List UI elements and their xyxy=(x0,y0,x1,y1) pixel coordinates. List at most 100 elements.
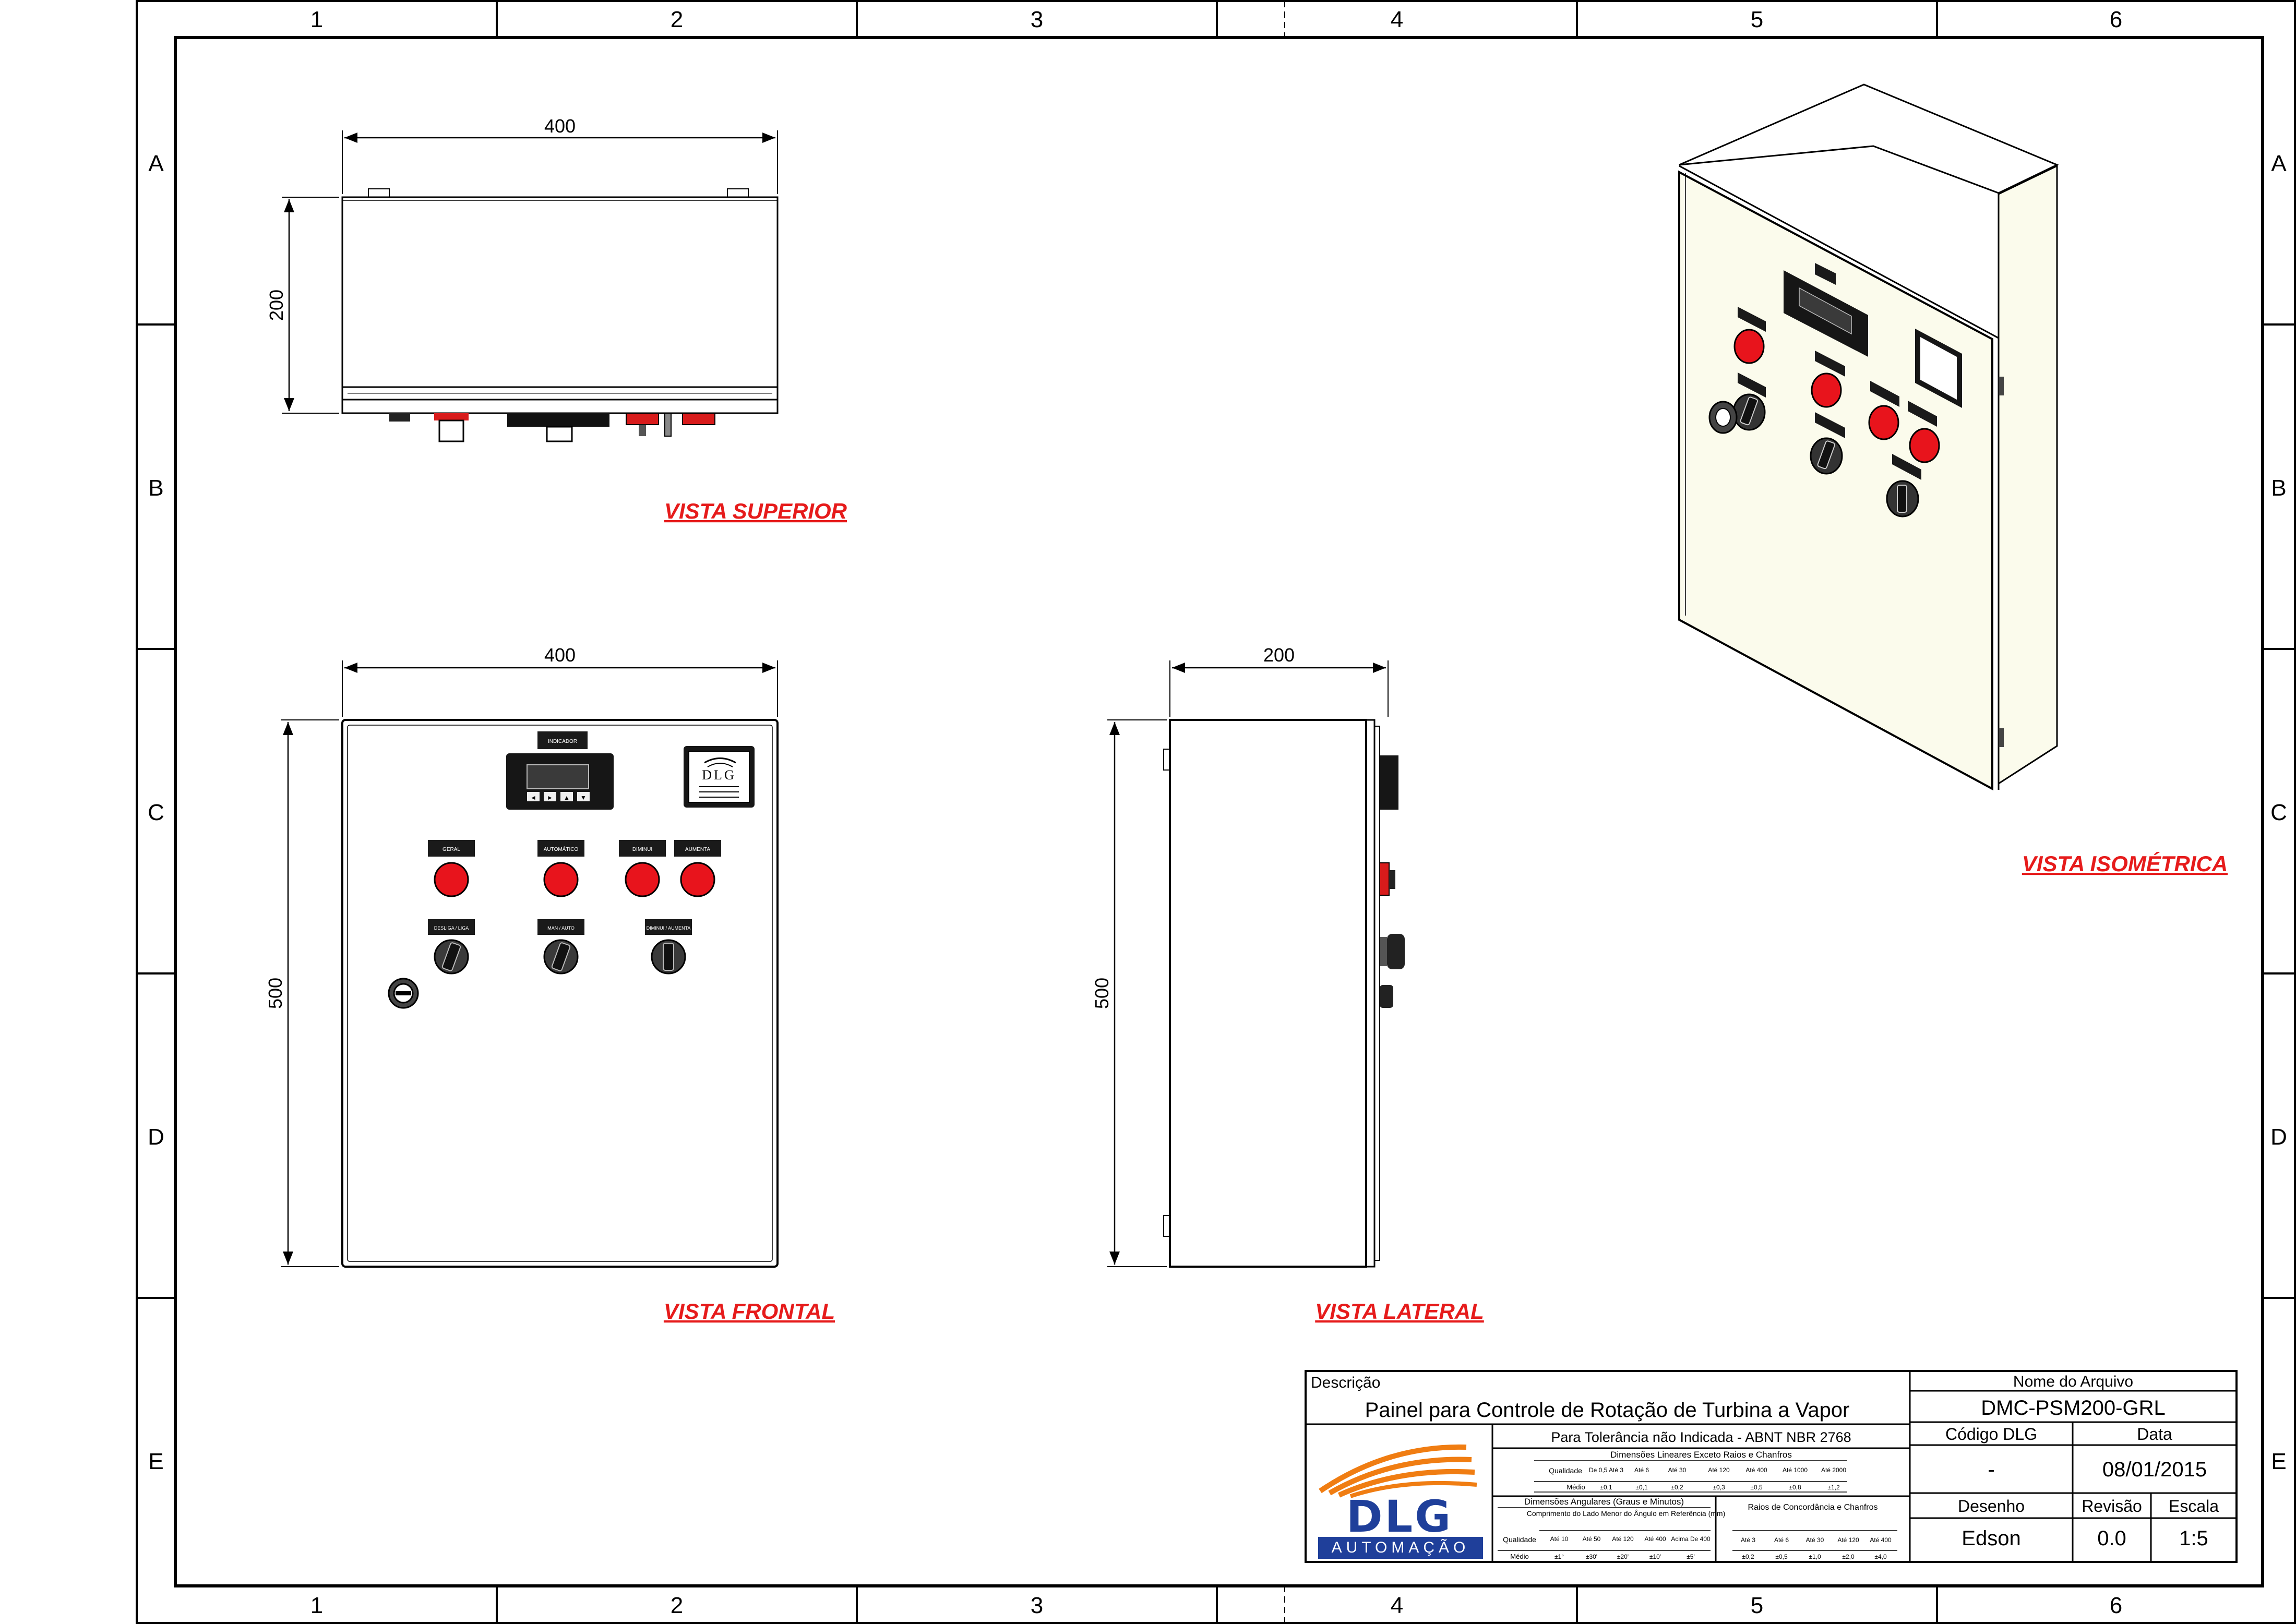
logo-dlg-text: DLG xyxy=(1346,1491,1453,1542)
column-label-5-bottom: 5 xyxy=(1751,1593,1763,1618)
angular-val-1: ±1° xyxy=(1554,1553,1564,1560)
angular-tolerance-table: Dimensões Angulares (Graus e Minutos) Co… xyxy=(1498,1497,1725,1560)
dimension-front-height: 500 xyxy=(265,978,286,1009)
drawn-label: Desenho xyxy=(1958,1497,2025,1515)
revision-label: Revisão xyxy=(2082,1497,2142,1515)
radius-val-5: ±4,0 xyxy=(1874,1553,1887,1560)
radius-col-3: Até 30 xyxy=(1806,1536,1824,1544)
radius-col-4: Até 120 xyxy=(1837,1536,1859,1544)
sheet-frame: 1 2 3 4 5 6 1 2 3 4 5 6 A B C D E A B C … xyxy=(136,0,2296,1624)
temperature-display: ◄ ► ▲ ▼ xyxy=(506,753,614,810)
angular-col-1: Até 10 xyxy=(1550,1535,1569,1543)
display-key-right: ► xyxy=(547,794,553,801)
filename-value: DMC-PSM200-GRL xyxy=(1981,1397,2165,1420)
selector-switch-desliga-liga xyxy=(434,939,469,975)
indicator-label: INDICADOR xyxy=(548,739,577,744)
company-logo: DLG AUTOMAÇÃO xyxy=(1318,1444,1483,1559)
column-label-5-top: 5 xyxy=(1751,7,1763,32)
linear-col-3: Até 30 xyxy=(1668,1466,1687,1474)
date-value: 08/01/2015 xyxy=(2102,1458,2207,1481)
linear-val-3: ±0,2 xyxy=(1671,1484,1683,1491)
pilot-lamp-geral xyxy=(434,862,469,897)
linear-col-5: Até 400 xyxy=(1745,1466,1767,1474)
linear-val-4: ±0,3 xyxy=(1713,1484,1725,1491)
radius-tolerance-table: Raios de Concordância e Chanfros Até 3 A… xyxy=(1732,1503,1897,1560)
dimension-top-width: 400 xyxy=(544,115,576,137)
angular-val-4: ±10' xyxy=(1649,1553,1661,1560)
column-label-3-top: 3 xyxy=(1031,7,1043,32)
display-key-down: ▼ xyxy=(580,794,587,801)
display-key-up: ▲ xyxy=(564,794,570,801)
angular-col-3: Até 120 xyxy=(1612,1535,1634,1543)
selector-label-diminui-aumenta: DIMINUI / AUMENTA xyxy=(647,925,691,931)
description-text: Painel para Controle de Rotação de Turbi… xyxy=(1365,1399,1850,1422)
linear-col-1: De 0,5 Até 3 xyxy=(1589,1466,1623,1474)
logo-plate-text: DLG xyxy=(702,767,736,783)
tolerance-note: Para Tolerância não Indicada - ABNT NBR … xyxy=(1551,1429,1851,1445)
angular-col-5: Acima De 400 xyxy=(1671,1535,1711,1543)
pilot-lamp-diminui xyxy=(625,862,660,897)
radius-col-2: Até 6 xyxy=(1774,1536,1789,1544)
angular-val-3: ±20' xyxy=(1617,1553,1629,1560)
angular-sub: Comprimento do Lado Menor do Ângulo em R… xyxy=(1527,1509,1726,1518)
radius-val-3: ±1,0 xyxy=(1809,1553,1821,1560)
angular-col-2: Até 50 xyxy=(1583,1535,1601,1543)
row-label-a-left: A xyxy=(148,151,164,176)
view-title-side: VISTA LATERAL xyxy=(1315,1299,1484,1324)
linear-col-6: Até 1000 xyxy=(1783,1466,1808,1474)
scale-label: Escala xyxy=(2169,1497,2219,1515)
pilot-lamp-automatico xyxy=(543,862,579,897)
front-view: INDICADOR ◄ ► ▲ ▼ DLG xyxy=(265,644,835,1324)
dimension-top-depth: 200 xyxy=(266,290,287,321)
selector-label-plates: DESLIGA / LIGA MAN / AUTO DIMINUI / AUME… xyxy=(428,919,692,935)
top-view: 400 200 VISTA SUPERIOR xyxy=(266,115,847,523)
radius-col-5: Até 400 xyxy=(1870,1536,1892,1544)
pilot-lamp-aumenta xyxy=(680,862,715,897)
row-label-c-right: C xyxy=(2270,800,2287,825)
filename-label: Nome do Arquivo xyxy=(2013,1373,2133,1390)
pilot-lamps xyxy=(434,862,715,897)
display-key-left: ◄ xyxy=(530,794,536,801)
column-label-4-bottom: 4 xyxy=(1391,1593,1403,1618)
code-label: Código DLG xyxy=(1945,1425,2037,1443)
row-label-d-left: D xyxy=(148,1124,164,1150)
linear-quality-label: Qualidade xyxy=(1549,1466,1582,1475)
code-value: - xyxy=(1988,1458,1994,1481)
radius-val-4: ±2,0 xyxy=(1842,1553,1855,1560)
selector-switch-diminui-aumenta xyxy=(651,939,686,975)
lamp-label-automatico: AUTOMÁTICO xyxy=(544,846,579,852)
selector-label-man-auto: MAN / AUTO xyxy=(547,925,575,931)
isometric-view: VISTA ISOMÉTRICA xyxy=(1678,83,2228,876)
row-label-c-left: C xyxy=(148,800,164,825)
view-title-front: VISTA FRONTAL xyxy=(664,1299,835,1324)
door-lock xyxy=(388,978,419,1009)
lamp-label-diminui: DIMINUI xyxy=(632,847,652,852)
angular-val-2: ±30' xyxy=(1586,1553,1597,1560)
view-title-top: VISTA SUPERIOR xyxy=(664,499,847,523)
linear-col-4: Até 120 xyxy=(1708,1466,1730,1474)
row-label-b-left: B xyxy=(148,475,163,501)
angular-quality-label: Qualidade xyxy=(1503,1535,1536,1544)
column-label-1-top: 1 xyxy=(310,7,323,32)
dimension-side-height: 500 xyxy=(1091,978,1113,1009)
title-block: Descrição Painel para Controle de Rotaçã… xyxy=(1305,1370,2238,1563)
logo-plate: DLG xyxy=(684,746,755,808)
dimension-side-depth: 200 xyxy=(1263,644,1295,666)
linear-header: Dimensões Lineares Exceto Raios e Chanfr… xyxy=(1610,1450,1792,1460)
lamp-label-geral: GERAL xyxy=(443,847,460,852)
lamp-label-plates: GERAL AUTOMÁTICO DIMINUI AUMENTA xyxy=(428,840,721,857)
row-label-d-right: D xyxy=(2270,1124,2287,1150)
linear-val-6: ±0,8 xyxy=(1789,1484,1801,1491)
selector-switches xyxy=(434,939,686,975)
linear-col-7: Até 2000 xyxy=(1821,1466,1846,1474)
logo-sub-text: AUTOMAÇÃO xyxy=(1332,1538,1470,1556)
angular-val-5: ±5' xyxy=(1687,1553,1695,1560)
radius-col-1: Até 3 xyxy=(1741,1536,1755,1544)
linear-medio-label: Médio xyxy=(1566,1483,1585,1491)
linear-val-7: ±1,2 xyxy=(1827,1484,1840,1491)
linear-tolerance-table: Dimensões Lineares Exceto Raios e Chanfr… xyxy=(1534,1450,1847,1493)
lamp-label-aumenta: AUMENTA xyxy=(685,847,710,852)
row-label-e-right: E xyxy=(2271,1449,2286,1474)
column-label-1-bottom: 1 xyxy=(310,1593,323,1618)
